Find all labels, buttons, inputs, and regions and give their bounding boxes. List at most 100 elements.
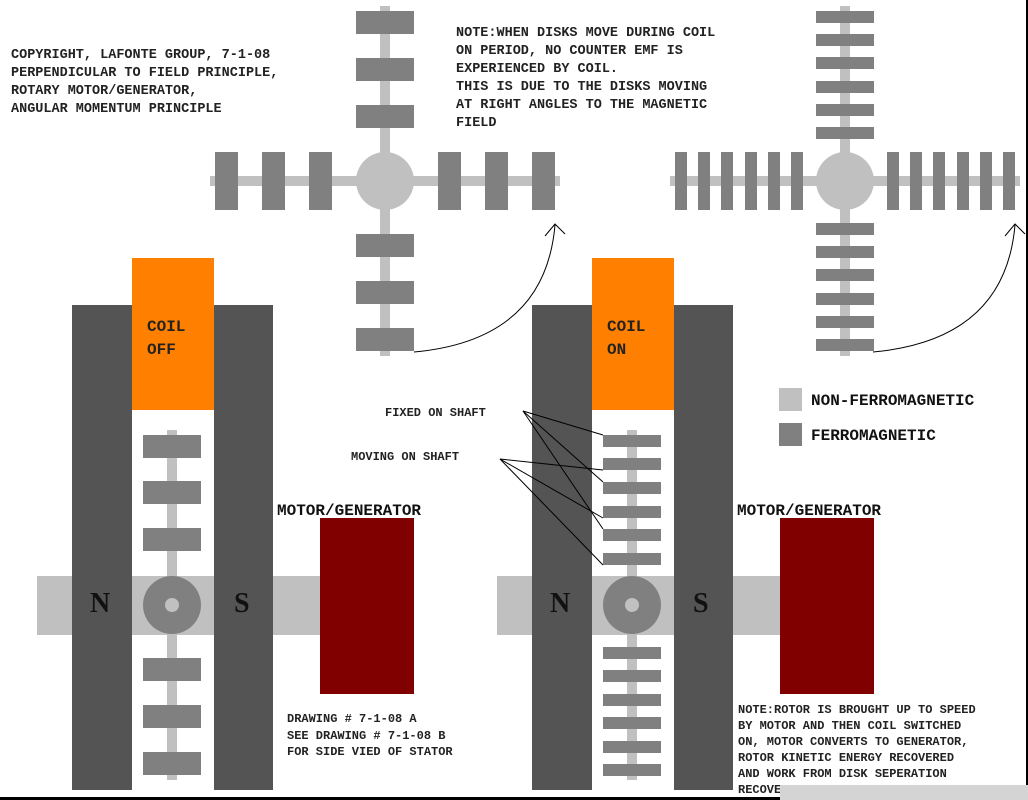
legend-non-ferromagnetic-label: NON-FERROMAGNETIC — [811, 392, 975, 410]
disk — [532, 152, 555, 210]
disk — [262, 152, 285, 210]
disk — [910, 152, 922, 210]
disk — [603, 553, 661, 565]
north-magnet — [72, 305, 132, 790]
coil — [132, 258, 214, 410]
rotation-arrow — [872, 224, 1016, 353]
pointer-line — [522, 410, 604, 436]
shaft-center — [165, 598, 179, 612]
drawing-note-line: FOR SIDE VIED OF STATOR — [287, 745, 453, 759]
frame-border — [0, 797, 1028, 800]
disk — [485, 152, 508, 210]
disk — [816, 81, 874, 93]
north-pole-label: N — [550, 588, 570, 619]
disk — [933, 152, 945, 210]
arrowhead-icon — [544, 223, 566, 237]
disk — [215, 152, 238, 210]
disk — [816, 127, 874, 139]
disk — [980, 152, 992, 210]
legend-non-ferromagnetic-swatch — [779, 388, 802, 411]
disk — [1003, 152, 1015, 210]
note-line: COPYRIGHT, LAFONTE GROUP, 7-1-08 — [11, 48, 270, 63]
frame-border — [1026, 0, 1028, 800]
disk — [603, 717, 661, 729]
rotor-hub — [816, 152, 874, 210]
disk — [438, 152, 461, 210]
drawing-note-line: DRAWING # 7-1-08 A — [287, 712, 417, 726]
rotor-hub — [356, 152, 414, 210]
disk — [768, 152, 780, 210]
disk — [143, 481, 201, 504]
disk — [143, 705, 201, 728]
disk — [791, 152, 803, 210]
disk — [816, 269, 874, 281]
top-note: NOTE:WHEN DISKS MOVE DURING COIL ON PERI… — [456, 26, 715, 131]
north-magnet — [532, 305, 592, 790]
note-line: PERPENDICULAR TO FIELD PRINCIPLE, — [11, 66, 278, 81]
pointer-line — [499, 458, 604, 519]
note-line: ROTARY MOTOR/GENERATOR, — [11, 84, 197, 99]
disk — [603, 694, 661, 706]
disk — [603, 670, 661, 682]
note-line: NOTE:WHEN DISKS MOVE DURING COIL — [456, 26, 715, 41]
coil — [592, 258, 674, 410]
south-magnet — [674, 305, 733, 790]
pointer-line — [499, 458, 604, 471]
disk — [603, 435, 661, 447]
copyright-note: COPYRIGHT, LAFONTE GROUP, 7-1-08 PERPEND… — [11, 48, 278, 117]
note-line: ROTOR KINETIC ENERGY RECOVERED — [738, 751, 954, 765]
disk — [356, 58, 414, 81]
disk — [356, 234, 414, 257]
disk — [745, 152, 757, 210]
disk — [356, 328, 414, 351]
note-line: ON PERIOD, NO COUNTER EMF IS — [456, 44, 683, 59]
disk — [603, 647, 661, 659]
arrowhead-icon — [1004, 223, 1026, 237]
shaft-center — [625, 598, 639, 612]
note-line: ON, MOTOR CONVERTS TO GENERATOR, — [738, 735, 968, 749]
disk — [356, 11, 414, 34]
fixed-on-shaft-label: FIXED ON SHAFT — [385, 406, 486, 420]
disk — [721, 152, 733, 210]
disk — [816, 293, 874, 305]
disk — [143, 658, 201, 681]
pointer-line — [522, 410, 604, 530]
disk — [603, 506, 661, 518]
disk — [603, 458, 661, 470]
motor-generator — [320, 518, 414, 694]
pointer-line — [499, 458, 604, 566]
coil-label: COIL — [147, 318, 185, 336]
disk — [309, 152, 332, 210]
disk — [816, 246, 874, 258]
disk — [816, 223, 874, 235]
south-pole-label: S — [693, 588, 709, 619]
rotor-note: NOTE:ROTOR IS BROUGHT UP TO SPEED BY MOT… — [738, 703, 976, 797]
disk — [816, 57, 874, 69]
disk — [816, 339, 874, 351]
note-line: AT RIGHT ANGLES TO THE MAGNETIC — [456, 98, 707, 113]
disk — [675, 152, 687, 210]
note-line: EXPERIENCED BY COIL. — [456, 62, 618, 77]
coil-label: COIL — [607, 318, 645, 336]
note-line: ANGULAR MOMENTUM PRINCIPLE — [11, 102, 222, 117]
north-pole-label: N — [90, 588, 110, 619]
note-line: BY MOTOR AND THEN COIL SWITCHED — [738, 719, 961, 733]
disk — [816, 34, 874, 46]
disk — [816, 104, 874, 116]
disk — [143, 435, 201, 458]
coil-state-label: ON — [607, 341, 626, 359]
motor-generator — [780, 518, 874, 694]
rotation-arrow — [413, 224, 556, 353]
south-magnet — [214, 305, 273, 790]
note-line: RECOVE — [738, 783, 781, 797]
disk — [603, 764, 661, 776]
disk — [887, 152, 899, 210]
note-line: FIELD — [456, 116, 497, 131]
disk — [356, 105, 414, 128]
disk — [816, 316, 874, 328]
disk — [603, 482, 661, 494]
drawing-note-line: SEE DRAWING # 7-1-08 B — [287, 729, 445, 743]
disk — [603, 741, 661, 753]
pointer-line — [522, 410, 604, 483]
south-pole-label: S — [234, 588, 250, 619]
